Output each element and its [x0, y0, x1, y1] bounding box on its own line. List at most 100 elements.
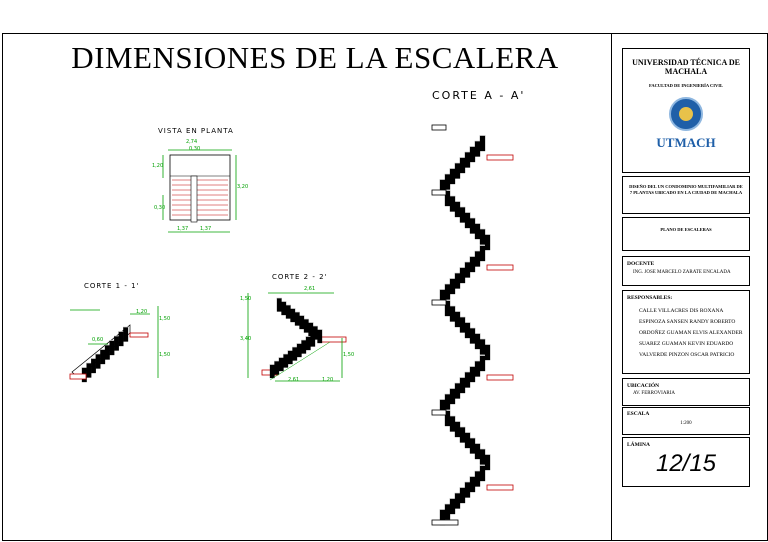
stair-step: [100, 349, 106, 365]
escala-box: ESCALA 1:200: [622, 407, 750, 435]
stair-step: [296, 343, 302, 358]
stair-step: [464, 371, 471, 388]
responsable-item: SUAREZ GUAMAN KEVIN EDUARDO: [639, 341, 734, 347]
university-seal-icon: [669, 97, 703, 131]
stair-step: [474, 443, 481, 460]
docente-name: ING. JOSE MARCELO ZARATE ENCALADA: [633, 270, 731, 275]
stair-step: [474, 223, 481, 240]
stair-step: [484, 234, 491, 251]
c1-dim-right-top: 1,50: [159, 316, 171, 322]
stair-step: [484, 344, 491, 361]
stair-step: [95, 353, 101, 369]
stair-step: [459, 157, 466, 174]
lamina-label: LÁMINA: [627, 442, 650, 448]
responsable-item: CALLE VILLACRES DIS ROXANA: [639, 308, 724, 314]
landing: [486, 154, 514, 161]
corte-2-label: CORTE 2 - 2': [272, 273, 328, 281]
stair-step: [464, 261, 471, 278]
stair-step: [479, 135, 486, 152]
stair-step: [444, 173, 451, 190]
stair-step: [474, 470, 481, 487]
plan-treads: [172, 179, 228, 216]
responsables-label: RESPONSABLES:: [627, 295, 673, 301]
stair-step: [444, 393, 451, 410]
plan-name-box: PLANO DE ESCALERAS: [622, 217, 750, 251]
project-name: DISEÑO DEL UN CONDOMINIO MULTIFAMILIAR D…: [629, 184, 743, 195]
c2-dim-bottom-left: 2,61: [288, 377, 300, 383]
corte-2-drawing: [247, 292, 347, 382]
stair-step: [299, 315, 305, 330]
stair-step: [479, 228, 486, 245]
stair-step: [312, 325, 318, 340]
stair-step: [294, 311, 300, 326]
landing: [431, 519, 459, 526]
c2-dim-right: 1,50: [343, 352, 355, 358]
stair-step: [449, 388, 456, 405]
stair-step: [469, 256, 476, 273]
stair-step: [469, 366, 476, 383]
stair-step: [459, 267, 466, 284]
stair-step: [301, 339, 307, 354]
stair-step: [278, 357, 284, 372]
faculty-name: FACULTAD DE INGENIERÍA CIVIL: [648, 83, 724, 88]
stair-step: [276, 297, 282, 312]
stair-step: [114, 335, 119, 351]
landing: [486, 484, 514, 491]
responsable-item: ESPINOZA SANSEN RANDY ROBERTO: [639, 319, 736, 325]
ubicacion-value: AV. FERROVIARIA: [633, 391, 676, 396]
university-header-box: UNIVERSIDAD TÉCNICA DE MACHALA FACULTAD …: [622, 48, 750, 173]
stair-step: [459, 426, 466, 443]
stair-step: [474, 140, 481, 157]
landing: [431, 124, 447, 131]
vp-dim-left: 1,20: [152, 163, 164, 169]
stair-step: [303, 318, 309, 333]
c2-dim-top: 2,61: [304, 286, 316, 292]
stair-step: [308, 322, 314, 337]
stair-step: [479, 448, 486, 465]
stair-step: [469, 217, 476, 234]
stair-step: [474, 360, 481, 377]
corte-1-drawing: [69, 306, 159, 383]
landing: [431, 409, 447, 416]
vp-dim-bottom-right: 1,37: [200, 226, 212, 232]
stair-step: [464, 151, 471, 168]
stair-step: [449, 305, 456, 322]
stair-step: [459, 377, 466, 394]
stair-step: [281, 301, 287, 316]
stair-step: [91, 358, 96, 374]
project-box: DISEÑO DEL UN CONDOMINIO MULTIFAMILIAR D…: [622, 176, 750, 214]
stair-step: [269, 364, 275, 379]
c1-dim-diag: 0,60: [92, 337, 104, 343]
c1-dim-top: 1,20: [136, 309, 148, 315]
stair-step: [469, 476, 476, 493]
stair-step: [104, 344, 110, 360]
stair-step: [479, 465, 486, 482]
stair-step: [444, 283, 451, 300]
stair-step: [274, 360, 280, 375]
corte-a-label: CORTE A - A': [432, 89, 526, 102]
stair-step: [123, 326, 129, 342]
logo-text: UTMACH: [656, 135, 716, 150]
stair-step: [86, 362, 92, 378]
university-name: UNIVERSIDAD TÉCNICA DE MACHALA: [632, 58, 740, 76]
ubicacion-label: UBICACIÓN: [627, 383, 660, 389]
vista-planta-drawing: [162, 149, 237, 233]
stair-step: [464, 432, 471, 449]
stair-step: [118, 331, 124, 347]
stair-step: [285, 304, 291, 319]
stair-step: [449, 278, 456, 295]
stair-step: [449, 498, 456, 515]
docente-box: DOCENTE ING. JOSE MARCELO ZARATE ENCALAD…: [622, 256, 750, 286]
stair-step: [464, 481, 471, 498]
stair-step: [454, 492, 461, 509]
stair-step: [454, 272, 461, 289]
corte-1-label: CORTE 1 - 1': [84, 282, 140, 290]
stair-step: [454, 421, 461, 438]
stair-step: [290, 308, 296, 323]
ubicacion-box: UBICACIÓN AV. FERROVIARIA: [622, 378, 750, 406]
escala-value: 1:200: [680, 421, 692, 426]
stair-step: [444, 503, 451, 520]
stair-step: [283, 353, 289, 368]
stair-step: [449, 415, 456, 432]
plan-name: PLANO DE ESCALERAS: [660, 227, 712, 232]
